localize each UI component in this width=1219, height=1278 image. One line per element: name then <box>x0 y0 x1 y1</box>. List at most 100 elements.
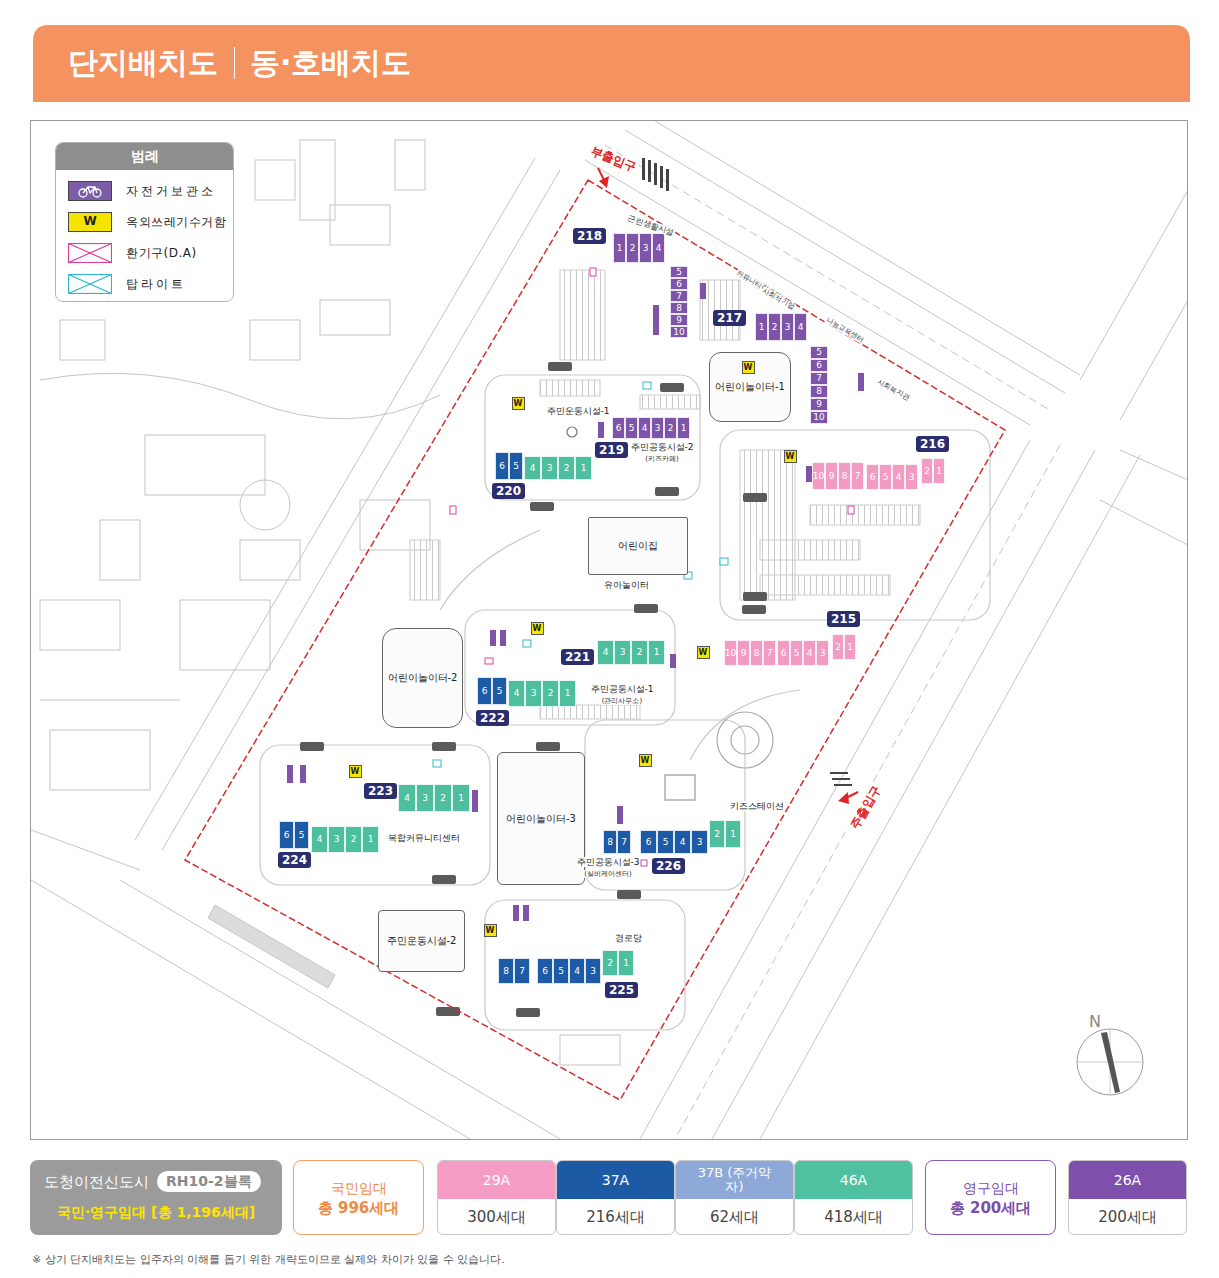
subtitle-text: 동·호배치도 <box>250 45 411 81</box>
unit-cell: 4 <box>524 456 541 480</box>
surroundings-part <box>50 730 150 790</box>
icon-part <box>83 187 97 193</box>
vents-and-toplights-part <box>433 760 441 767</box>
map-label: 유아놀이터 <box>603 580 650 590</box>
facility-name: 어린이집 <box>618 540 658 552</box>
unit-number: 5 <box>794 649 800 658</box>
unit-cell: 8 <box>810 385 828 398</box>
unit-cell: 6 <box>810 359 828 372</box>
building-number: 215 <box>827 611 860 627</box>
unit-number: 6 <box>676 280 682 289</box>
unit-cell: 4 <box>652 233 665 263</box>
apartment-building: 10987654321216 <box>812 458 945 490</box>
unit-number: 7 <box>767 649 773 658</box>
unit-number: 5 <box>663 838 669 847</box>
unit-cell: 6 <box>612 417 625 439</box>
unit-number: 2 <box>668 424 674 433</box>
complex-roads-part <box>485 900 685 1030</box>
site-boundary <box>185 180 1005 1100</box>
surroundings-part <box>31 880 470 1139</box>
legend-text: 탑라이트 <box>126 275 186 293</box>
unit-cell: 10 <box>670 326 688 338</box>
panel-total: 국민·영구임대 [총 1,196세대] <box>30 1202 282 1222</box>
facility-area: 주민운동시설-2 <box>378 910 465 972</box>
unit-cell: 3 <box>691 830 708 854</box>
unit-type-column: 26A200세대 <box>1068 1160 1187 1235</box>
unit-number: 1 <box>565 689 571 698</box>
apartment-building: 10987654321215 <box>724 634 856 666</box>
map-label: 주민공동시설-2 <box>630 442 695 452</box>
unit-cell: 1 <box>648 640 665 665</box>
unit-number: 4 <box>807 649 813 658</box>
complex-roads-part <box>665 775 695 800</box>
parking-lots-part <box>810 505 920 525</box>
unit-cell: 7 <box>617 830 631 854</box>
building-number: 224 <box>278 852 311 868</box>
unit-cell: 6 <box>495 452 509 480</box>
unit-cell: 1 <box>844 634 856 660</box>
unit-number: 4 <box>317 835 323 844</box>
facility-area: 어린이놀이터-3 <box>497 752 585 885</box>
unit-number: 7 <box>621 838 627 847</box>
parking-lots-part <box>410 540 440 600</box>
parking-icons-part <box>742 605 766 614</box>
map-label: 복합커뮤니티센터 <box>387 833 461 843</box>
unit-type-column: 37A216세대 <box>556 1160 675 1235</box>
map-label: W <box>83 215 96 229</box>
unit-number: 4 <box>404 794 410 803</box>
building-number: 219 <box>595 442 628 458</box>
unit-number: 1 <box>759 323 765 332</box>
unit-cell: 2 <box>709 820 725 848</box>
unit-number: 3 <box>643 244 649 253</box>
unit-number: 6 <box>284 831 290 840</box>
legend-text: 환기구(D.A) <box>126 244 197 262</box>
map-label: (실버케어센터) <box>583 870 632 878</box>
surroundings-part <box>240 480 290 530</box>
apartment-building: 654321219 <box>612 417 690 439</box>
bin-marker: W <box>531 622 544 635</box>
unit-number: 6 <box>542 967 548 976</box>
crosswalks-part <box>830 772 848 774</box>
map-label: (키즈카페) <box>644 455 679 463</box>
unit-cell: 8 <box>838 462 851 490</box>
unit-number: 1 <box>936 467 942 476</box>
unit-cell: 8 <box>670 302 688 314</box>
unit-number: 1 <box>623 959 629 968</box>
unit-cell: 4 <box>569 958 585 984</box>
rental-total-box: 국민임대총 996세대 <box>293 1160 424 1235</box>
icon-part <box>69 275 112 294</box>
unit-cell: 3 <box>585 958 601 984</box>
parking-lots-part <box>760 540 860 560</box>
bicycle-racks-part <box>598 422 604 438</box>
unit-cell: 9 <box>737 640 750 666</box>
apartment-building: 87654321226 <box>603 820 741 854</box>
type-name: 29A <box>438 1172 555 1189</box>
block-pill: RH10-2블록 <box>157 1171 261 1192</box>
unit-number: 3 <box>620 648 626 657</box>
parking-icons-part <box>536 742 560 751</box>
bin-marker: W <box>639 754 652 767</box>
unit-cell: 3 <box>541 456 558 480</box>
parking-lots-part <box>540 380 600 396</box>
unit-cell: 2 <box>768 313 781 341</box>
apartment-building: 654321222 <box>477 677 576 707</box>
unit-cell: 3 <box>525 680 542 707</box>
map-label: 경로당 <box>614 933 643 943</box>
unit-cell: 10 <box>810 411 828 424</box>
bicycle-racks-part <box>300 765 306 783</box>
unit-cell: 3 <box>816 640 829 666</box>
unit-number: 6 <box>499 462 505 471</box>
unit-cell: 6 <box>279 821 294 849</box>
vents-and-toplights-part <box>485 658 493 664</box>
rental-total-box: 영구임대총 200세대 <box>925 1160 1056 1235</box>
unit-cell: 1 <box>933 458 945 484</box>
unit-cell: 2 <box>345 826 362 853</box>
household-count: 200세대 <box>1069 1207 1186 1227</box>
unit-number: 3 <box>531 689 537 698</box>
surroundings-part <box>40 373 440 418</box>
unit-number: 3 <box>334 835 340 844</box>
legend-shape <box>68 274 112 294</box>
complex-roads-part <box>485 375 700 500</box>
unit-cell: 8 <box>498 958 514 984</box>
map-frame <box>31 121 1188 1140</box>
